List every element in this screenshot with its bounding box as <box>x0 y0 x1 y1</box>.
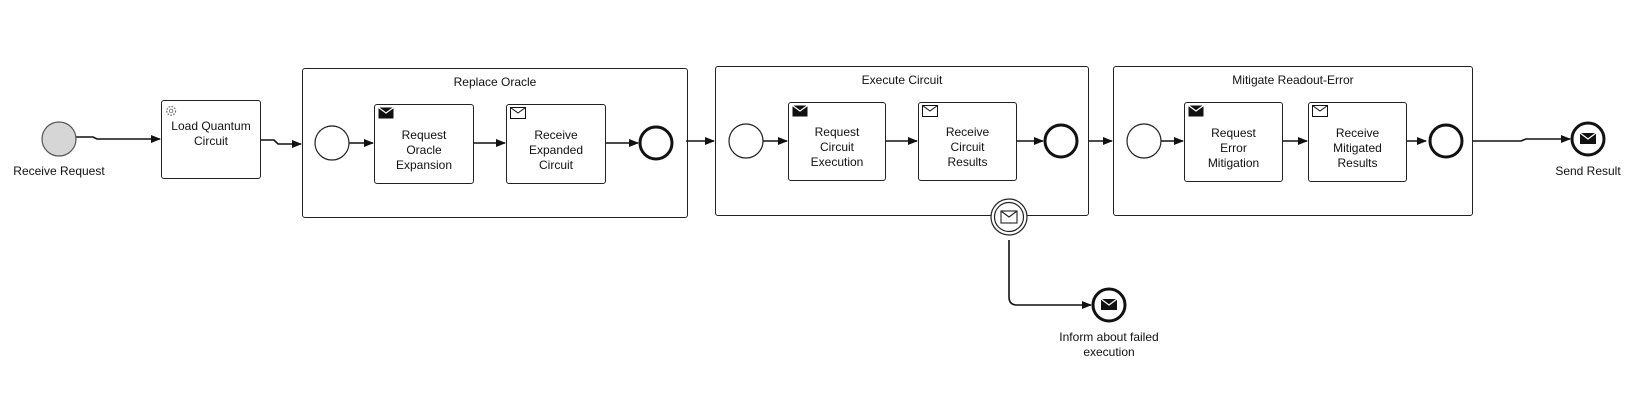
execute-circuit-end-event <box>1043 123 1079 159</box>
request-oracle-expansion-label: Request Oracle Expansion <box>395 127 453 172</box>
envelope-filled-icon <box>378 107 394 119</box>
flow-start-to-load <box>76 135 161 143</box>
request-error-mitigation-label: Request Error Mitigation <box>1207 125 1260 170</box>
replace-oracle-start-event <box>314 125 350 161</box>
receive-expanded-circuit-task[interactable]: Receive Expanded Circuit <box>506 104 606 184</box>
envelope-outline-icon <box>1312 105 1328 117</box>
request-error-mitigation-task[interactable]: Request Error Mitigation <box>1184 102 1283 182</box>
gear-icon <box>166 105 177 116</box>
mitigate-readout-start-event <box>1126 123 1162 159</box>
envelope-filled-icon <box>792 105 808 117</box>
replace-oracle-end-event <box>638 125 674 161</box>
envelope-outline-icon <box>1000 210 1018 224</box>
flow-boundary-to-error-end <box>1008 240 1092 309</box>
receive-circuit-results-task[interactable]: Receive Circuit Results <box>918 102 1017 181</box>
request-oracle-expansion-task[interactable]: Request Oracle Expansion <box>374 104 474 184</box>
receive-request-label: Receive Request <box>13 164 105 178</box>
receive-expanded-circuit-label: Receive Expanded Circuit <box>528 127 584 172</box>
receive-circuit-results-label: Receive Circuit Results <box>945 125 990 169</box>
sequence-flows <box>76 135 1571 309</box>
mitigate-readout-end-event <box>1428 123 1464 159</box>
replace-oracle-subprocess[interactable]: Replace Oracle <box>302 68 688 218</box>
mitigate-readout-subprocess[interactable]: Mitigate Readout-Error <box>1113 66 1473 216</box>
boundary-message-event[interactable] <box>989 197 1029 237</box>
envelope-filled-icon <box>1579 132 1597 144</box>
load-quantum-circuit-task[interactable]: Load Quantum Circuit <box>161 100 261 179</box>
flow-load-to-replace <box>260 139 302 148</box>
envelope-filled-icon <box>1100 298 1118 310</box>
receive-mitigated-results-task[interactable]: Receive Mitigated Results <box>1308 102 1407 182</box>
send-result-label: Send Result <box>1555 164 1621 178</box>
envelope-outline-icon <box>510 107 526 119</box>
start-event <box>41 121 77 157</box>
load-quantum-circuit-label: Load Quantum Circuit <box>171 119 251 148</box>
request-circuit-execution-label: Request Circuit Execution <box>810 125 864 169</box>
envelope-outline-icon <box>922 105 938 117</box>
replace-oracle-title: Replace Oracle <box>453 75 537 89</box>
mitigate-readout-title: Mitigate Readout-Error <box>1232 73 1354 87</box>
send-result-end-event <box>1570 121 1606 157</box>
inform-failed-end-event <box>1091 287 1127 323</box>
execute-circuit-start-event <box>728 123 764 159</box>
receive-mitigated-results-label: Receive Mitigated Results <box>1333 125 1382 170</box>
execute-circuit-subprocess[interactable]: Execute Circuit <box>715 66 1089 216</box>
inform-failed-execution-label: Inform about failed execution <box>1059 330 1159 359</box>
envelope-filled-icon <box>1188 105 1204 117</box>
execute-circuit-title: Execute Circuit <box>861 73 943 87</box>
request-circuit-execution-task[interactable]: Request Circuit Execution <box>788 102 886 181</box>
flow-mitigate-to-end <box>1472 135 1571 143</box>
